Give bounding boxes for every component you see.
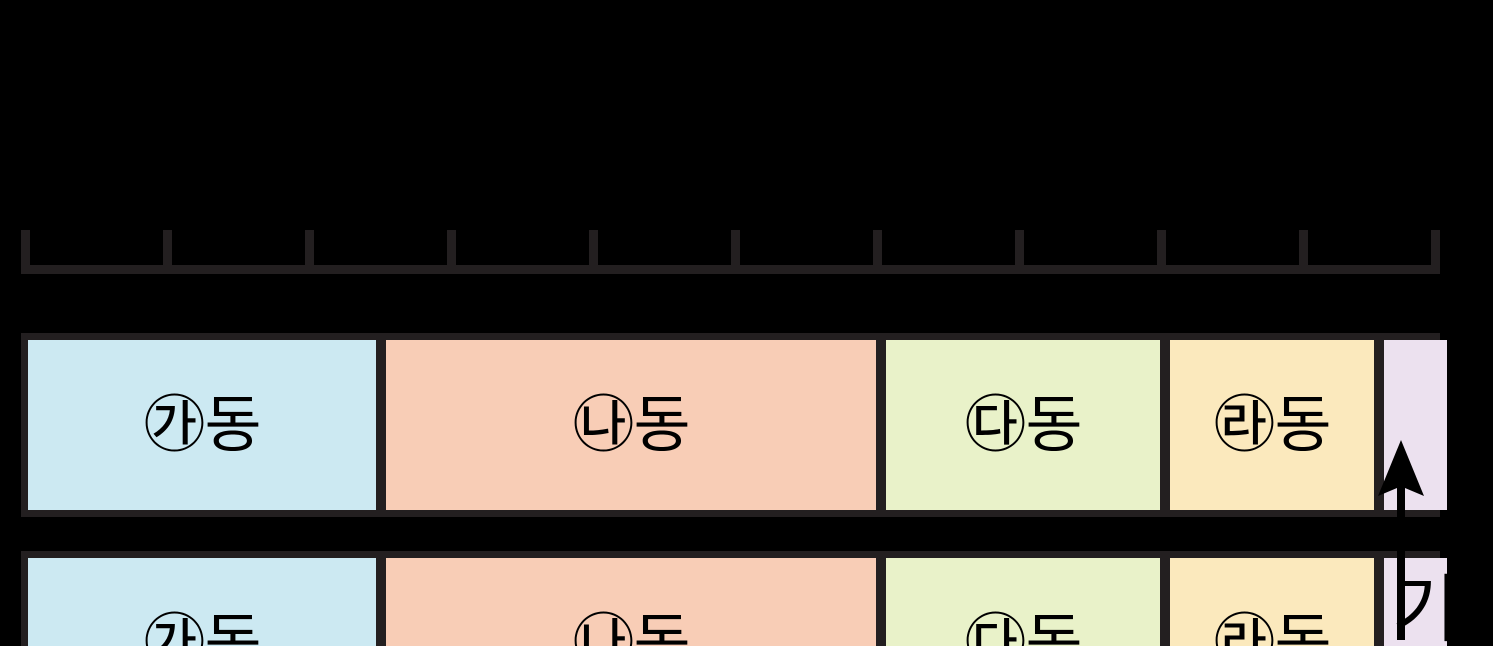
unit-box-building-row-lower-2: ㉰동 (886, 558, 1160, 646)
horizontal-scale-ruler (21, 222, 1440, 274)
unit-box-building-row-upper-2: ㉰동 (886, 340, 1160, 510)
unit-box-label: ㉮동 (143, 388, 261, 461)
building-row-lower: ㉮동 ㉯동 ㉰동 ㉱동 (21, 551, 1447, 646)
unit-box-label: ㉮동 (143, 606, 261, 646)
axis-tick-0 (21, 230, 30, 274)
unit-box-building-row-lower-3: ㉱동 (1170, 558, 1374, 646)
unit-box-label: ㉯동 (572, 388, 690, 461)
axis-tick-4 (589, 230, 598, 274)
axis-tick-5 (731, 230, 740, 274)
axis-baseline (21, 265, 1440, 274)
building-row-lower-inner: ㉮동 ㉯동 ㉰동 ㉱동 (28, 558, 1447, 646)
unit-box-label: ㉯동 (572, 606, 690, 646)
axis-tick-9 (1299, 230, 1308, 274)
building-row-upper: ㉮동 ㉯동 ㉰동 ㉱동 (21, 333, 1447, 517)
unit-box-label: ㉰동 (964, 606, 1082, 646)
axis-tick-6 (873, 230, 882, 274)
axis-tick-2 (305, 230, 314, 274)
axis-tick-7 (1015, 230, 1024, 274)
building-row-upper-inner: ㉮동 ㉯동 ㉰동 ㉱동 (28, 340, 1447, 510)
unit-box-label: ㉰동 (964, 388, 1082, 461)
unit-box-label: ㉱동 (1213, 388, 1331, 461)
unit-box-label: ㉱동 (1213, 606, 1331, 646)
axis-tick-1 (163, 230, 172, 274)
unit-box-building-row-upper-4 (1384, 340, 1447, 510)
axis-tick-8 (1157, 230, 1166, 274)
unit-box-building-row-upper-0: ㉮동 (28, 340, 376, 510)
unit-box-building-row-lower-1: ㉯동 (386, 558, 876, 646)
axis-tick-3 (447, 230, 456, 274)
unit-box-building-row-upper-3: ㉱동 (1170, 340, 1374, 510)
unit-box-building-row-upper-1: ㉯동 (386, 340, 876, 510)
unit-box-building-row-lower-0: ㉮동 (28, 558, 376, 646)
axis-tick-10 (1431, 230, 1440, 274)
unit-box-building-row-lower-4 (1384, 558, 1447, 646)
